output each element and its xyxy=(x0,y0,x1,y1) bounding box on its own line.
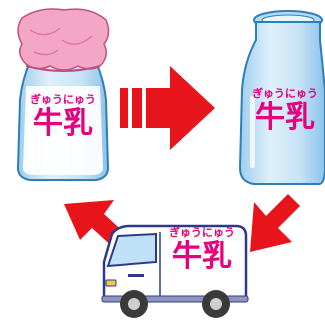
bottle-empty-ruby: ぎゅうにゅう xyxy=(252,86,318,100)
truck-word: 牛乳 xyxy=(172,239,232,274)
bottle-full-ruby: ぎゅうにゅう xyxy=(30,92,96,106)
bottle-empty-word: 牛乳 xyxy=(255,100,315,135)
down-left-arrow-icon xyxy=(250,194,300,252)
milk-bottle-empty-icon xyxy=(238,10,325,185)
bottle-full-word: 牛乳 xyxy=(33,106,93,141)
truck-ruby: ぎゅうにゅう xyxy=(169,225,235,239)
right-arrow-icon xyxy=(120,66,215,150)
milk-bottle-full-icon xyxy=(16,8,110,181)
milk-delivery-truck-icon xyxy=(101,224,249,318)
